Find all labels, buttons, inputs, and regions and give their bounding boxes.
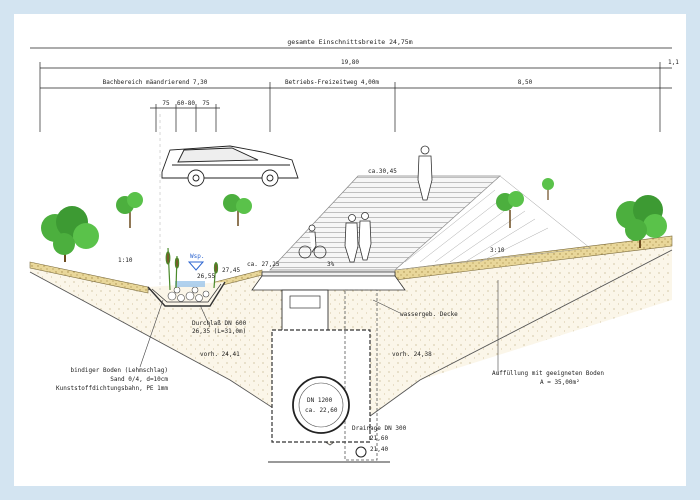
embankment-lines xyxy=(404,189,549,263)
pipe-label: DN 1200 xyxy=(307,397,333,404)
sub-width: 19,80 xyxy=(341,59,359,66)
soil-label-1: bindiger Boden (Lehmschlag) xyxy=(70,367,168,374)
path-perspective xyxy=(269,175,501,271)
dim-75a: 75 xyxy=(162,100,170,107)
car-icon xyxy=(161,145,299,187)
culvert-label: Durchlaß DN 600 xyxy=(192,320,247,327)
pedestrian-icon xyxy=(417,145,433,201)
edge-width: 1,1 xyxy=(668,59,679,66)
level-2745: 27,45 xyxy=(222,267,240,274)
path-width: Betriebs-Freizeitweg 4,00m xyxy=(285,79,379,86)
cyclist-icon xyxy=(298,224,327,259)
water-level-marker xyxy=(187,261,205,271)
dim-75b: 75 xyxy=(202,100,210,107)
drainage-label: Drainage DN 300 xyxy=(352,425,407,432)
fill-area: A = 35,00m² xyxy=(540,379,580,386)
culvert-level: 26,35 (L=31,0m) xyxy=(192,328,246,335)
drain-shaft xyxy=(344,289,378,461)
level-2655: 26,55 xyxy=(197,273,215,280)
water-level-label: Wsp. xyxy=(190,253,204,260)
right-width: 8,50 xyxy=(518,79,533,86)
main-pipe-inner xyxy=(298,382,344,428)
fill-label: Auffüllung mit geeigneten Boden xyxy=(492,370,604,377)
shaft-top xyxy=(289,295,321,309)
soil-label-3: Kunststoffdichtungsbahn, PE 1mm xyxy=(56,385,168,392)
tree-icon xyxy=(223,194,252,226)
level-2725: ca. 27,25 xyxy=(247,261,280,268)
path-surface xyxy=(251,275,406,291)
ground-line-lower xyxy=(29,249,673,446)
creek-liner xyxy=(151,283,222,303)
tree-icon xyxy=(116,192,143,228)
pipe-level: ca. 22,60 xyxy=(305,407,338,414)
tree-icon xyxy=(41,206,99,262)
tree-icon xyxy=(616,195,667,248)
main-pipe xyxy=(292,376,350,434)
slope-right: 3:10 xyxy=(490,247,505,254)
leader-lines xyxy=(139,280,499,375)
tree-icon xyxy=(496,191,524,228)
pedestrian-icon xyxy=(344,212,372,263)
slope-left: 1:10 xyxy=(118,257,133,264)
topsoil-left xyxy=(29,261,149,294)
drainage-level-2: 21,40 xyxy=(370,446,388,453)
level-top: ca.30,45 xyxy=(368,168,397,175)
tree-icon xyxy=(542,178,554,200)
creek-water xyxy=(175,281,205,287)
level-existing-left: vorh. 24,41 xyxy=(200,351,240,358)
deck-label: wassergeb. Decke xyxy=(400,311,458,318)
creek-width: Bachbereich mäandrierend 7,30 xyxy=(103,79,208,86)
overall-width: gesamte Einschnittsbreite 24,75m xyxy=(287,38,412,46)
embankment-hatch xyxy=(394,175,591,271)
soil-label-2: Sand 0/4, d=10cm xyxy=(110,376,168,383)
creek-stones xyxy=(167,286,210,302)
path-deck xyxy=(261,271,396,277)
drainage-level-1: 21,60 xyxy=(370,435,388,442)
dimension-lines xyxy=(30,47,672,132)
drain-pipe xyxy=(355,446,367,458)
level-existing-right: vorh. 24,38 xyxy=(392,351,432,358)
dim-6080: 60-80 xyxy=(177,100,195,107)
reed-icon xyxy=(165,247,219,291)
slope-mid: 3% xyxy=(327,261,335,268)
